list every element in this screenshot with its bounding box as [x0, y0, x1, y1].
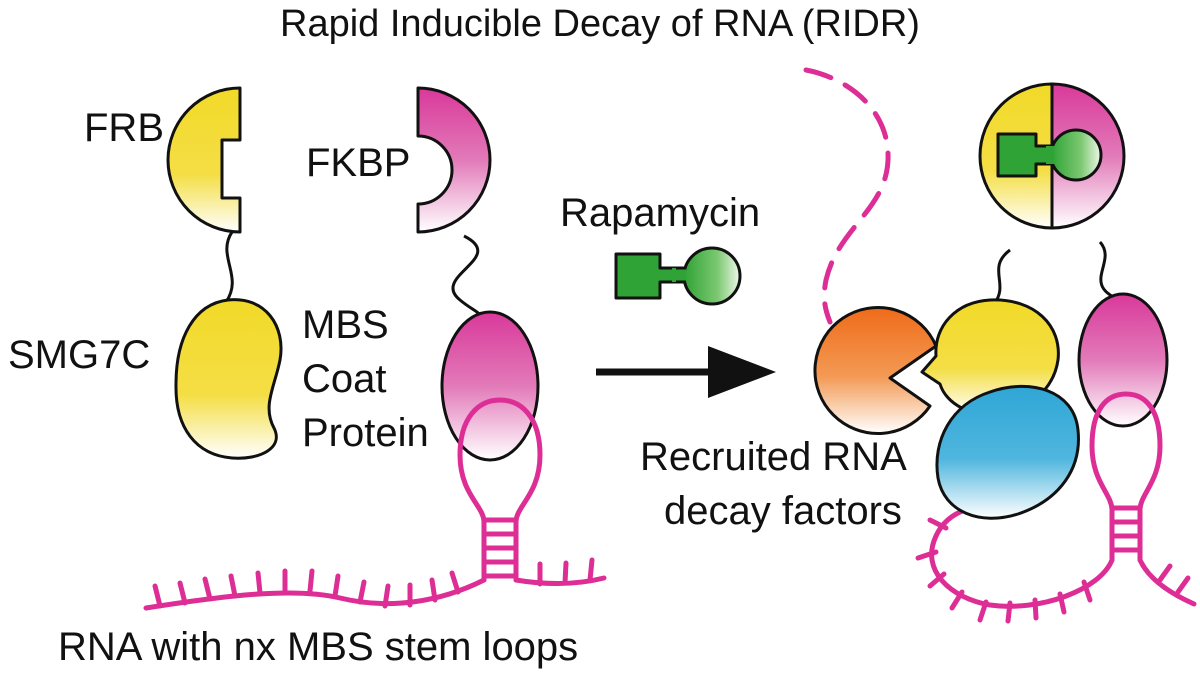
rna-strand-right	[915, 493, 1197, 624]
rna-stem-loop-left	[457, 397, 543, 583]
mbs-label-line1: MBS	[302, 303, 389, 347]
degraded-rna-dashed	[803, 67, 891, 325]
frb-fkbp-complex	[978, 82, 1126, 230]
mbs-coat-protein	[440, 310, 540, 462]
decay-factor-blue	[935, 384, 1080, 520]
fkbp-linker	[451, 234, 484, 319]
mbs-label-line2: Coat	[302, 357, 387, 401]
frb-domain	[166, 86, 242, 234]
rapamycin-label: Rapamycin	[560, 191, 760, 235]
smg7c-domain	[174, 298, 283, 460]
fkbp-domain	[416, 86, 492, 234]
rna-label: RNA with nx MBS stem loops	[58, 625, 578, 669]
frb-label: FRB	[84, 106, 164, 150]
mbs-label-line3: Protein	[302, 411, 429, 455]
rna-stem-loop-right	[1089, 391, 1163, 563]
rna-strand-left	[143, 557, 607, 611]
decay-factor-orange	[813, 306, 938, 435]
smg7c-label: SMG7C	[8, 333, 150, 377]
mbs-coat-protein-bound	[1077, 292, 1169, 428]
recruited-label-line2: decay factors	[664, 489, 902, 533]
rapamycin-molecule	[614, 246, 742, 306]
complex-linker-left	[992, 248, 1011, 305]
complex-linker-right	[1098, 240, 1121, 302]
fkbp-label: FKBP	[306, 141, 410, 185]
recruited-label-line1: Recruited RNA	[640, 435, 907, 479]
frb-linker	[224, 231, 234, 303]
reaction-arrow	[596, 346, 776, 398]
diagram-title: Rapid Inducible Decay of RNA (RIDR)	[280, 3, 920, 45]
